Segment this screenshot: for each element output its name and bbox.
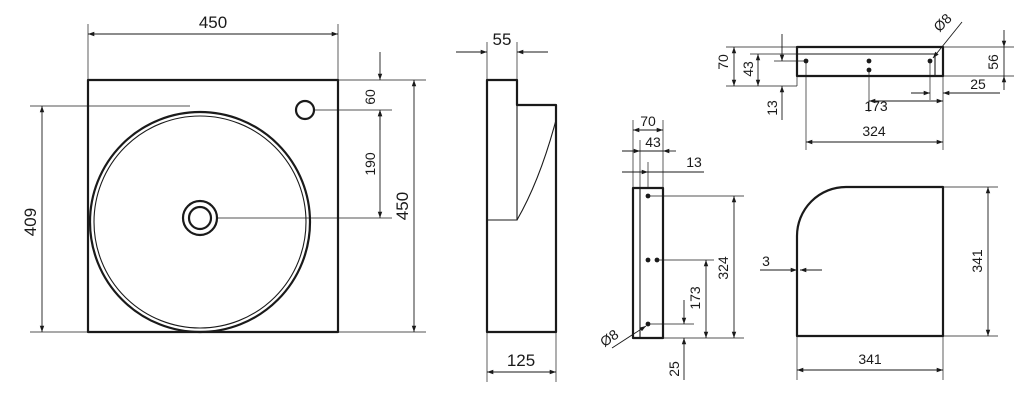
- dim-label-end-56: 56: [985, 54, 1001, 70]
- plan-view: 3 341 341: [760, 185, 998, 380]
- dim-label-plan-width: 341: [858, 351, 882, 367]
- dim-label-end-70: 70: [715, 54, 731, 70]
- end-hole-d: [927, 58, 933, 64]
- dim-label-back-hole: Ø8: [597, 326, 622, 350]
- side-curve-line: [516, 119, 557, 221]
- dim-label-back-13: 13: [686, 154, 702, 170]
- dim-label-bowl-height: 409: [21, 208, 40, 236]
- plan-outline: [795, 185, 945, 338]
- dim-label-plan-wall: 3: [762, 253, 770, 269]
- end-hole-a: [803, 58, 809, 64]
- dim-label-tap-offset: 60: [362, 89, 378, 105]
- dim-label-end-324: 324: [862, 123, 886, 139]
- dim-label-back-25: 25: [666, 361, 682, 377]
- drain-inner-ring: [187, 205, 213, 231]
- dim-label-end-hole: Ø8: [930, 10, 955, 35]
- leader-back-hole: [611, 325, 647, 349]
- leader-end-hole: [932, 21, 963, 59]
- side-view: 55 125: [456, 30, 558, 382]
- dim-label-plan-height: 341: [969, 249, 985, 273]
- dim-label-back-324: 324: [715, 256, 731, 280]
- back-hole-mid-a: [645, 257, 651, 263]
- tap-hole: [294, 99, 316, 121]
- top-view: 450 409 450 60 190: [21, 13, 426, 334]
- end-view: Ø8 70 43 13 56 173 25: [715, 10, 1014, 150]
- back-view: 70 43 13 324 173 25 Ø8: [597, 113, 744, 380]
- side-profile: [485, 78, 558, 334]
- end-hole-b: [866, 58, 872, 64]
- dim-label-side-top: 55: [493, 30, 512, 49]
- dim-label-top-width: 450: [199, 13, 227, 32]
- dim-label-end-25: 25: [970, 76, 986, 92]
- dim-label-end-43: 43: [740, 61, 756, 77]
- side-bowl-line: [487, 105, 518, 221]
- dim-label-total-height: 450: [393, 192, 412, 220]
- back-hole-mid-b: [654, 257, 660, 263]
- dim-label-back-70: 70: [640, 113, 656, 129]
- end-hole-c: [866, 67, 872, 73]
- dim-label-back-173: 173: [687, 286, 703, 310]
- dim-label-side-bottom: 125: [507, 351, 535, 370]
- back-hole-bottom: [645, 321, 651, 327]
- bowl-inner-rim: [93, 115, 307, 329]
- dim-label-end-173: 173: [864, 98, 888, 114]
- back-hole-top: [645, 193, 651, 199]
- dim-label-end-13: 13: [764, 100, 780, 116]
- bowl-outer-rim: [88, 110, 312, 334]
- dim-label-drain-offset: 190: [362, 152, 378, 176]
- dim-label-back-43: 43: [645, 134, 661, 150]
- back-profile: [631, 186, 665, 340]
